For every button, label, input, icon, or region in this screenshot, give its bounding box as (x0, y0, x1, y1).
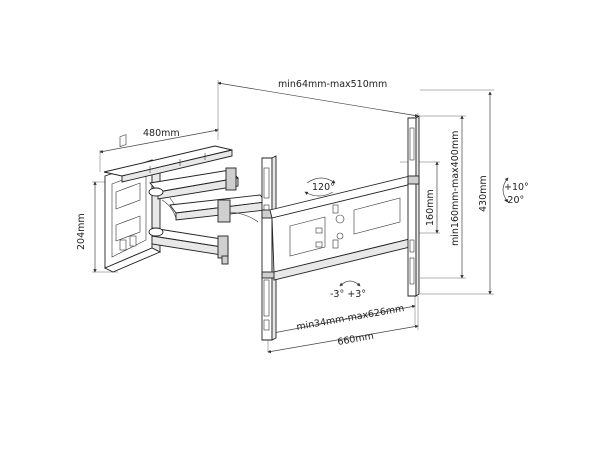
inner-height-label: 160mm (425, 189, 436, 226)
arm-extension-label: min64mm-max510mm (278, 79, 387, 90)
tilt-up-label: +10° (504, 182, 529, 193)
middle-arm (169, 194, 267, 223)
wall-plate (103, 134, 162, 273)
tilt-indicator: +10° -20° (502, 177, 529, 206)
arm-depth-label: 480mm (143, 128, 180, 139)
vesa-height-dimension: min160mm-max400mm (420, 115, 466, 279)
level-indicator: -3° +3° (330, 280, 366, 300)
top-arm-rail (103, 145, 233, 183)
vesa-width-label: min34mm-max626mm (296, 303, 406, 333)
tv-mounting-plate (269, 175, 415, 281)
swivel-angle-label: 120° (312, 182, 335, 193)
arm-depth-dimension: 480mm (99, 128, 219, 172)
upper-arm (148, 167, 239, 221)
vesa-height-label: min160mm-max400mm (450, 131, 461, 246)
level-angle-label: -3° +3° (330, 289, 366, 300)
overall-width-label: 660mm (337, 331, 375, 348)
overall-height-label: 430mm (478, 175, 489, 212)
wall-plate-height-label: 204mm (76, 213, 87, 250)
lower-arm (148, 211, 259, 265)
right-tv-bracket (407, 115, 420, 297)
swivel-indicator: 120° (304, 177, 336, 197)
tilt-down-label: -20° (504, 195, 524, 206)
overall-height-dimension: 430mm (420, 89, 494, 295)
arm-extension-dimension: min64mm-max510mm (217, 79, 419, 135)
